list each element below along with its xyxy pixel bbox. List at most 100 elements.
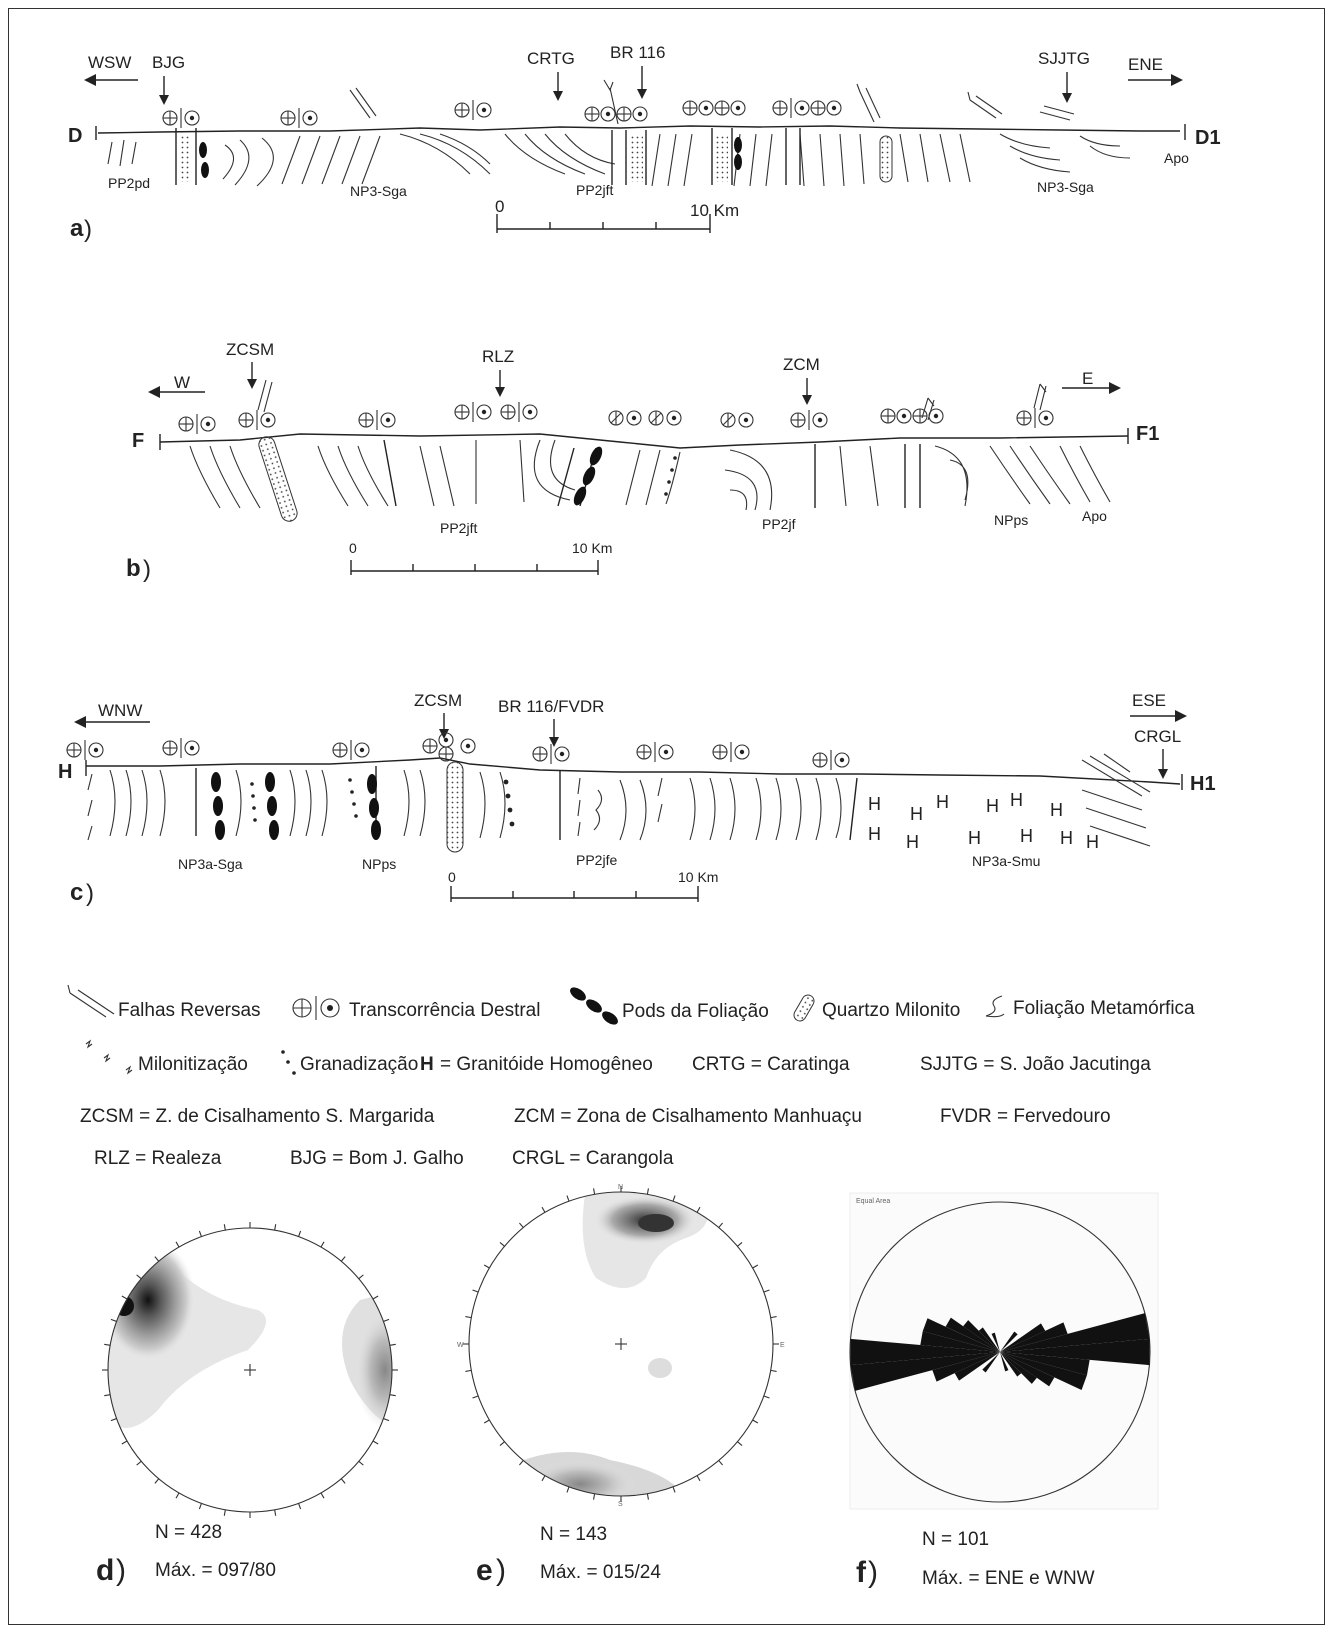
down-arrow-icon	[549, 719, 559, 747]
stereonet-f-max: Máx. = ENE e WNW	[922, 1568, 1095, 1589]
granadization-dots	[250, 778, 514, 826]
marker-label: ZCSM	[414, 691, 462, 710]
legend-transcorrencia: Transcorrência Destral	[349, 1000, 540, 1021]
unit-label: Apo	[1164, 150, 1189, 166]
south-label: S	[618, 1501, 623, 1508]
reverse-fault-icon	[1082, 754, 1150, 796]
down-arrow-icon	[553, 72, 563, 101]
legend-pods: Pods da Foliação	[622, 1001, 769, 1022]
arrow-right-icon	[1130, 710, 1187, 722]
foliation-icon	[986, 996, 1004, 1017]
panel-label-f: f	[856, 1556, 867, 1589]
svg-text:H: H	[986, 796, 999, 816]
legend-rlz: RLZ = Realeza	[94, 1148, 222, 1169]
foliation-pods-icon	[211, 772, 381, 840]
stereonet-d-n: N = 428	[155, 1522, 222, 1543]
direction-label-right: ESE	[1132, 691, 1166, 710]
section-end-right: F1	[1136, 423, 1159, 445]
shear-zone	[384, 440, 920, 508]
scale-bar	[451, 886, 698, 902]
unit-label: PP2jfe	[576, 852, 617, 868]
down-arrow-icon	[495, 370, 505, 397]
section-c: WNW ESE ZCSM BR 116/FVDR CRGL H H1	[58, 691, 1216, 907]
down-arrow-icon	[637, 66, 647, 99]
svg-text:H: H	[910, 804, 923, 824]
svg-text:H: H	[1020, 826, 1033, 846]
unit-label: PP2jft	[576, 182, 613, 198]
section-end-left: F	[132, 430, 144, 452]
shear-zone	[176, 128, 800, 185]
unit-label: Apo	[1082, 508, 1107, 524]
legend-h-symbol: H	[420, 1054, 434, 1075]
stereonet-d: N = 428 Máx. = 097/80 d )	[96, 1222, 415, 1587]
mylonitization-icon	[86, 1041, 132, 1073]
panel-paren: )	[496, 1554, 506, 1587]
down-arrow-icon	[1062, 72, 1072, 103]
panel-paren: )	[116, 1554, 126, 1587]
reverse-fault-icon	[68, 985, 114, 1017]
stereonet-e-max: Máx. = 015/24	[540, 1562, 661, 1583]
reverse-fault-icon	[350, 80, 1074, 124]
stereonet-f: Equal Area N = 101 Máx. = ENE e WNW f )	[850, 1193, 1158, 1589]
panel-label-e: e	[476, 1554, 493, 1587]
svg-text:H: H	[1060, 828, 1073, 848]
svg-text:H: H	[936, 792, 949, 812]
svg-text:H: H	[868, 794, 881, 814]
marker-label: BJG	[152, 53, 185, 72]
quartz-icon	[792, 993, 816, 1023]
legend-granitoide: = Granitóide Homogêneo	[440, 1054, 653, 1075]
granitoid-h-symbols: HHH HHH HHH HHH	[868, 790, 1099, 852]
stereonet-d-max: Máx. = 097/80	[155, 1560, 276, 1581]
panel-paren: )	[86, 880, 94, 907]
unit-label: NP3-Sga	[350, 183, 407, 199]
marker-label: ZCSM	[226, 340, 274, 359]
stereonet-e-n: N = 143	[540, 1524, 607, 1545]
section-end-left: D	[68, 125, 82, 147]
legend-foliacao: Foliação Metamórfica	[1013, 998, 1195, 1019]
legend-falhas: Falhas Reversas	[118, 1000, 261, 1021]
foliation-pods-icon	[571, 445, 605, 507]
quartz-mylonite-icon	[257, 435, 299, 524]
marker-label: CRTG	[527, 49, 575, 68]
section-a: WSW ENE BJG CRTG BR 116 SJJTG D D1	[68, 43, 1221, 243]
granadization-icon	[281, 1050, 296, 1075]
unit-label: NP3-Sga	[1037, 179, 1094, 195]
down-arrow-icon	[802, 378, 812, 405]
transcurrence-symbols	[179, 402, 1053, 434]
section-end-left: H	[58, 761, 72, 783]
east-label: E	[780, 1342, 785, 1349]
direction-label-right: ENE	[1128, 55, 1163, 74]
svg-text:H: H	[968, 828, 981, 848]
scale-end: 10 Km	[690, 201, 739, 220]
legend-quartzo: Quartzo Milonito	[822, 1000, 960, 1021]
unit-label: NP3a-Smu	[972, 853, 1040, 869]
marker-label: ZCM	[783, 355, 820, 374]
panel-label-b: b	[126, 555, 141, 582]
marker-label: RLZ	[482, 347, 514, 366]
svg-text:H: H	[1010, 790, 1023, 810]
panel-label-a: a	[70, 215, 84, 242]
svg-text:H: H	[1086, 832, 1099, 852]
svg-text:H: H	[906, 832, 919, 852]
unit-label: PP2jft	[440, 520, 477, 536]
panel-paren: )	[868, 1556, 878, 1589]
west-label: W	[457, 1342, 464, 1349]
scale-end: 10 Km	[678, 869, 718, 885]
north-label: N	[618, 1184, 623, 1191]
down-arrow-icon	[247, 362, 257, 389]
scale-bar	[351, 560, 598, 575]
legend-granadizacao: Granadização	[300, 1054, 418, 1075]
marker-label: SJJTG	[1038, 49, 1090, 68]
section-end-right: H1	[1190, 773, 1216, 795]
section-end-right: D1	[1195, 127, 1221, 149]
foliation-lines	[190, 440, 1110, 510]
legend-zcsm: ZCSM = Z. de Cisalhamento S. Margarida	[80, 1106, 435, 1127]
direction-label-left: WNW	[98, 701, 142, 720]
direction-label-left: W	[174, 373, 190, 392]
stereonet-e: N S W E N = 143 Máx. = 015/24 e )	[457, 1184, 785, 1587]
unit-label: PP2jf	[762, 516, 796, 532]
marker-label: CRGL	[1134, 727, 1181, 746]
reverse-fault-icon	[258, 380, 1046, 420]
legend-crgl: CRGL = Carangola	[512, 1148, 674, 1169]
